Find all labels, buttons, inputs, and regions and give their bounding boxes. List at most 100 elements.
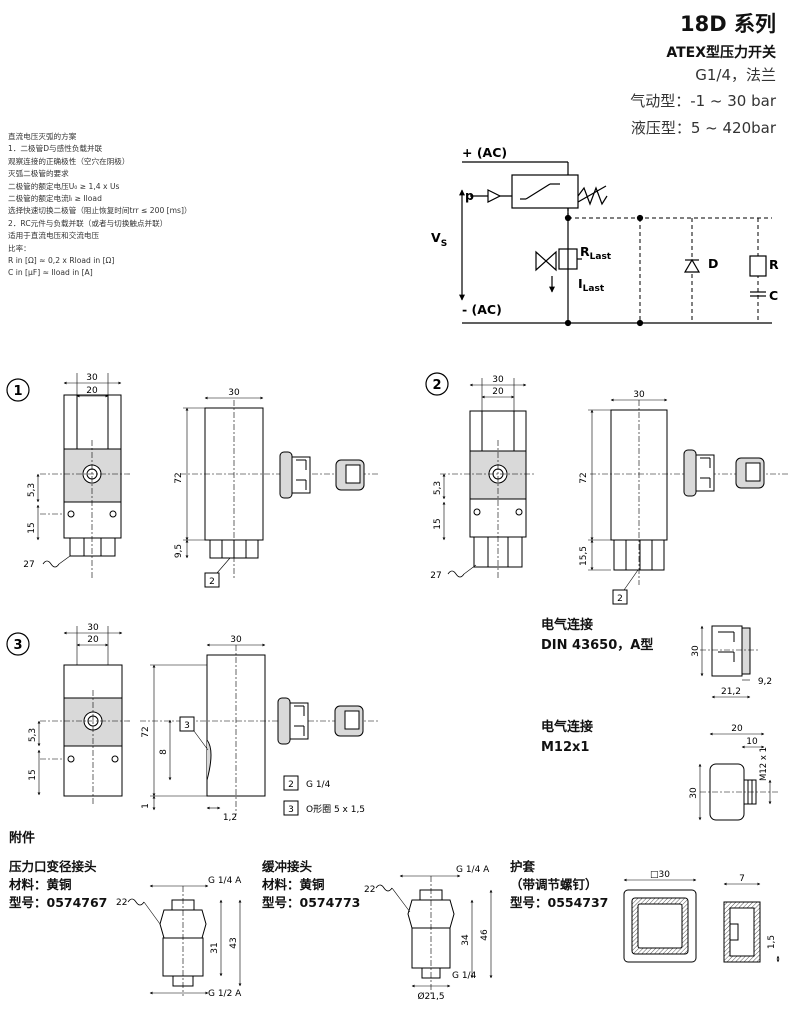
snubber-model: 型号：0574773 [262,895,361,910]
note-line: 灭弧二极管的要求 [8,169,69,179]
callout-2: 2 [617,594,623,604]
cover-drawing [623,878,780,963]
m12-dim-30: 30 [689,787,699,799]
dim-5-3: 5,3 [28,728,38,742]
pressure-p-label: p [465,188,474,203]
note-line: 二极管的额定电压U₀ ≥ 1,4 x Us [8,181,120,191]
snubber-g14a: G 1/4 A [456,865,490,875]
circuit-diagram [459,161,772,327]
dim-15-5: 15,5 [579,546,589,566]
product-subtitle: ATEX型压力开关 [666,45,776,61]
dim-20: 20 [492,387,504,397]
cover-model: 型号：0554737 [510,895,609,910]
callout-3: 3 [184,721,190,731]
view-1-number-circle [6,378,30,402]
note-line: 二极管的额定电流Iₗ ≥ Iload [8,194,102,204]
din-connector-drawing [700,625,760,699]
cover-d30: □30 [650,870,670,880]
legend-3-text: O形圈 5 x 1,5 [306,803,365,815]
dim-5-3: 5,3 [27,483,37,497]
dim-72: 72 [579,472,589,483]
plus-ac-label: + (AC) [462,145,507,160]
view-1-number: 1 [13,384,22,399]
note-line: 比率： [8,243,31,253]
series-title: 18D 系列 [680,12,776,36]
diode-label: D [708,256,718,271]
dim-30-side: 30 [633,390,645,400]
cover-d7: 7 [739,874,745,884]
connection-type: G1/4，法兰 [695,66,776,84]
note-line: 直流电压灭弧的方案 [8,132,77,141]
dim-15: 15 [433,518,443,529]
din-dim-21-2: 21,2 [721,687,741,697]
view-1: 1 30 20 5,3 1 [6,373,380,588]
load-resistance-label: RLast [580,244,612,262]
view-3-number-circle [6,632,30,656]
capacitor-label: C [769,288,778,303]
accessories-section-title: 附件 [9,831,36,846]
m12-thread: M12 x 1 [759,747,769,781]
snubber-d46: 46 [480,929,490,941]
snubber-name: 缓冲接头 [262,859,313,874]
cover-info: 护套 （带调节螺钉） 型号：0554737 [510,858,608,912]
reducer-name: 压力口变径接头 [9,859,97,874]
m12-connector-drawing [698,732,780,821]
dim-72: 72 [141,726,151,737]
snubber-g14: G 1/4 [452,971,477,981]
din-dim-30: 30 [691,645,701,657]
dim-30: 30 [492,375,504,385]
minus-ac-label: - (AC) [462,302,502,317]
legend-2-text: G 1/4 [306,780,331,790]
view-3-number: 3 [13,638,22,653]
view-2-number: 2 [432,378,441,393]
m12-dim-20: 20 [731,724,743,734]
note-line: C in [μF] ≈ Iload in [A] [8,268,93,278]
snubber-d21-5: Ø21,5 [417,991,444,1002]
snubber-material: 材料：黄铜 [262,877,325,892]
note-line: 适用于直流电压和交流电压 [8,231,100,241]
dim-8: 8 [159,749,169,755]
reducer-g14a: G 1/4 A [208,876,242,886]
din-connector-spec: DIN 43650，A型 [541,638,654,653]
legend-3-box [283,800,299,816]
m12-connector-title: 电气连接 [541,720,594,735]
load-current-label: ILast [578,276,605,294]
resistor-label: R [769,257,779,272]
legend-3-number: 3 [288,805,294,815]
supply-voltage-label: VS [431,230,447,249]
dim-5-3: 5,3 [433,481,443,495]
legend-2-number: 2 [288,780,294,790]
legend-2-box [283,775,299,791]
dim-9-5: 9,5 [174,544,184,558]
dim-20: 20 [87,635,99,645]
dim-72: 72 [174,472,184,483]
note-line: 选择快速切换二极管（阻止恢复时间trr ≤ 200 [ms]） [8,206,192,216]
dim-30-side: 30 [228,388,240,398]
dim-27: 27 [430,571,441,581]
dim-15: 15 [28,769,38,780]
view-3: 3 30 20 5,3 15 [6,623,380,823]
hydraulic-range: 液压型：5 ~ 420bar [630,119,776,137]
cover-note: （带调节螺钉） [510,877,598,892]
dim-1: 1 [141,803,151,809]
m12-dim-10: 10 [746,737,758,747]
snubber-info: 缓冲接头 材料：黄铜 型号：0574773 [262,858,360,912]
reducer-drawing [127,884,242,996]
callout-2: 2 [209,577,215,587]
dim-30: 30 [86,373,98,383]
dim-15: 15 [27,522,37,533]
reducer-d22: 22 [116,898,127,908]
dim-20: 20 [86,386,98,396]
m12-connector-label: 电气连接 M12x1 [541,718,593,758]
view-2-number-circle [425,372,449,396]
reducer-material: 材料：黄铜 [9,877,72,892]
dim-27: 27 [23,560,34,570]
pneumatic-range: 气动型：-1 ~ 30 bar [630,92,776,110]
note-line: 观察连接的正确极性（空穴在阴极） [8,156,130,166]
reducer-d43: 43 [229,937,239,948]
din-dim-9-2: 9,2 [758,677,772,687]
view-2: 2 30 20 5,3 15 2 [425,372,790,605]
snubber-drawing [375,874,493,995]
cover-name: 护套 [510,859,536,874]
